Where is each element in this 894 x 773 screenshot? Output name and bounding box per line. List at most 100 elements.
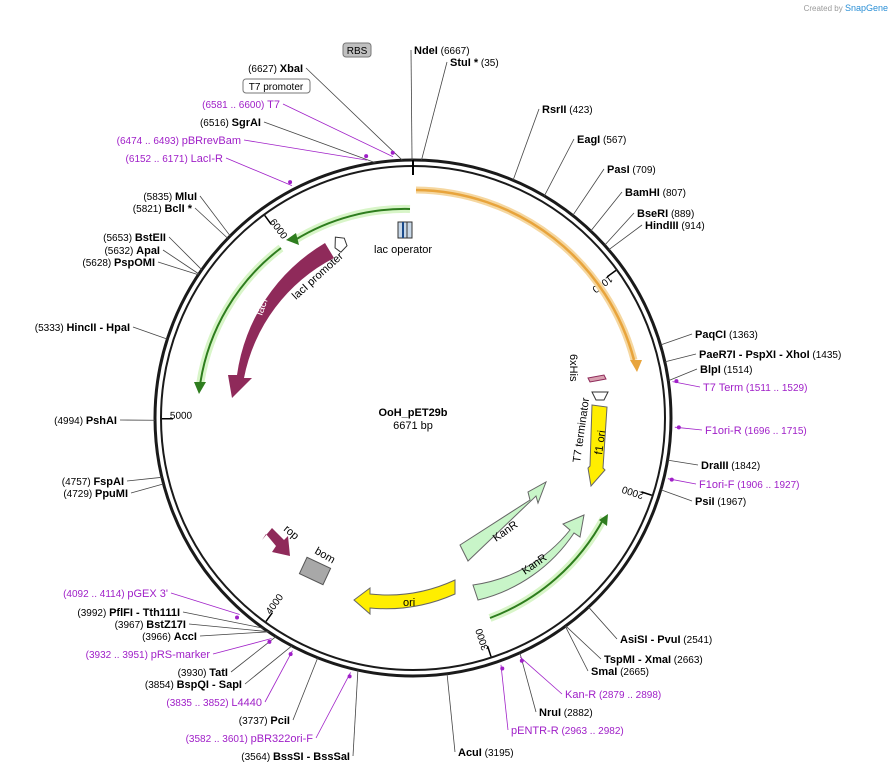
primer-label[interactable]: (6152 .. 6171) LacI-R xyxy=(126,153,224,165)
tick-label: 5000 xyxy=(170,411,193,422)
lacI-promoter-arrow xyxy=(334,236,348,253)
tick-label: 6000 xyxy=(267,217,289,242)
restriction-site-label[interactable]: SmaI (2665) xyxy=(591,666,649,678)
primer-binding-mark xyxy=(288,652,293,657)
primer-binding-mark xyxy=(500,666,505,671)
site-leader-line xyxy=(126,476,162,482)
kanR-arrow-2 xyxy=(472,514,585,601)
primer-leader-line xyxy=(264,650,293,703)
primer-label[interactable]: T7 Term (1511 .. 1529) xyxy=(703,382,807,394)
feature-label-rop: rop xyxy=(281,523,301,542)
tick-label: 4000 xyxy=(264,592,286,617)
primer-label[interactable]: (3582 .. 3601) pBR322ori-F xyxy=(186,733,314,745)
t7-terminator-shape xyxy=(591,391,609,401)
feature-label-lacI: lacI xyxy=(254,297,271,317)
t7-promoter-label: T7 promoter xyxy=(249,82,304,93)
primer-label[interactable]: F1ori-F (1906 .. 1927) xyxy=(699,479,800,491)
restriction-site-label[interactable]: AsiSI - PvuI (2541) xyxy=(620,634,712,646)
site-leader-line xyxy=(244,645,293,685)
snapgene-credit: Created by SnapGene xyxy=(804,3,888,13)
site-leader-line xyxy=(421,61,448,161)
lacI-cds-arrowhead xyxy=(194,382,206,394)
rbs-box xyxy=(342,42,372,58)
restriction-site-label[interactable]: (3737) PciI xyxy=(239,715,290,727)
site-leader-line xyxy=(410,49,413,161)
restriction-site-label[interactable]: (5628) PspOMI xyxy=(82,257,155,269)
restriction-site-label[interactable]: (5632) ApaI xyxy=(104,245,160,257)
restriction-site-label[interactable]: (3564) BssSI - BssSaI xyxy=(241,751,350,763)
restriction-site-label[interactable]: (3930) TatI xyxy=(178,667,228,679)
restriction-site-label[interactable]: (5333) HincII - HpaI xyxy=(35,322,130,334)
restriction-site-label[interactable]: PaeR7I - PspXI - XhoI (1435) xyxy=(699,349,841,361)
restriction-site-label[interactable]: BamHI (807) xyxy=(625,187,686,199)
restriction-site-label[interactable]: BseRI (889) xyxy=(637,208,694,220)
restriction-site-label[interactable]: (3967) BstZ17I xyxy=(115,619,186,631)
restriction-site-label[interactable]: BlpI (1514) xyxy=(700,364,752,376)
restriction-site-label[interactable]: (5821) BclI * xyxy=(133,203,193,215)
lacI-gene-arrow xyxy=(228,243,334,398)
bom-box xyxy=(298,556,332,586)
site-leader-line xyxy=(188,623,269,633)
site-leader-line xyxy=(572,168,605,216)
primer-binding-mark xyxy=(364,154,369,159)
restriction-site-label[interactable]: TspMI - XmaI (2663) xyxy=(604,654,703,666)
restriction-site-label[interactable]: (5835) MluI xyxy=(143,191,197,203)
site-leader-line xyxy=(565,625,602,660)
site-leader-line xyxy=(608,224,643,251)
restriction-site-label[interactable]: (3966) AccI xyxy=(142,631,197,643)
insert-arc-core xyxy=(415,188,636,361)
primer-label[interactable]: (4092 .. 4114) pGEX 3' xyxy=(63,588,168,600)
restriction-site-label[interactable]: AcuI (3195) xyxy=(458,747,514,759)
rop-arrow xyxy=(262,528,290,556)
credit-prefix: Created by xyxy=(803,4,843,13)
restriction-site-label[interactable]: (6627) XbaI xyxy=(248,63,303,75)
site-leader-line xyxy=(543,138,575,197)
site-leader-line xyxy=(292,657,319,721)
site-leader-line xyxy=(157,261,199,276)
site-leader-line xyxy=(162,249,200,275)
primer-label[interactable]: pENTR-R (2963 .. 2982) xyxy=(511,725,624,737)
primer-binding-mark xyxy=(390,150,395,155)
site-leader-line xyxy=(512,108,540,181)
restriction-site-label[interactable]: NruI (2882) xyxy=(539,707,593,719)
restriction-site-label[interactable]: RsrII (423) xyxy=(542,104,593,116)
primer-label[interactable]: Kan-R (2879 .. 2898) xyxy=(565,689,661,701)
restriction-site-label[interactable]: (3992) PflFI - Tth111I xyxy=(77,607,180,619)
restriction-site-label[interactable]: PaqCI (1363) xyxy=(695,329,758,341)
feature-label-t7-terminator: T7 terminator xyxy=(571,397,592,464)
restriction-site-label[interactable]: PsiI (1967) xyxy=(695,496,746,508)
kanR-arrow-1 xyxy=(459,480,547,562)
primer-binding-mark xyxy=(674,379,679,384)
primer-label[interactable]: F1ori-R (1696 .. 1715) xyxy=(705,425,807,437)
site-leader-line xyxy=(168,236,203,271)
restriction-site-label[interactable]: (6516) SgrAI xyxy=(200,117,261,129)
lacI-cds-arc-core xyxy=(199,247,282,386)
restriction-site-label[interactable]: EagI (567) xyxy=(577,134,626,146)
primer-label[interactable]: (6474 .. 6493) pBRrevBam xyxy=(117,135,241,147)
restriction-site-label[interactable]: (4757) FspAI xyxy=(62,476,124,488)
restriction-site-label[interactable]: NdeI (6667) xyxy=(414,45,470,57)
restriction-site-label[interactable]: (3854) BspQI - SapI xyxy=(145,679,242,691)
restriction-site-label[interactable]: PasI (709) xyxy=(607,164,656,176)
plasmid-length: 6671 bp xyxy=(393,420,433,432)
primer-label[interactable]: (3932 .. 3951) pRS-marker xyxy=(86,649,211,661)
primer-label[interactable]: (3835 .. 3852) L4440 xyxy=(166,697,262,709)
lacI-region-arc xyxy=(292,204,411,244)
his-tag-arrow xyxy=(587,374,607,383)
insert-arc xyxy=(415,186,638,361)
t7-promoter-box xyxy=(242,78,311,94)
tick-label: 3000 xyxy=(474,627,492,652)
site-leader-line xyxy=(194,207,229,239)
site-leader-line xyxy=(667,459,699,466)
restriction-site-label[interactable]: (4994) PshAI xyxy=(54,415,117,427)
kanR-region-arc-core xyxy=(489,517,605,619)
primer-leader-line xyxy=(519,656,563,695)
restriction-site-label[interactable]: DraIII (1842) xyxy=(701,460,760,472)
insert-arrowhead xyxy=(630,360,642,372)
restriction-site-label[interactable]: HindIII (914) xyxy=(645,220,705,232)
restriction-site-label[interactable]: StuI * (35) xyxy=(450,57,499,69)
restriction-site-label[interactable]: (5653) BstEII xyxy=(103,232,166,244)
primer-label[interactable]: (6581 .. 6600) T7 xyxy=(202,99,280,111)
restriction-site-label[interactable]: (4729) PpuMI xyxy=(63,488,128,500)
site-leader-line xyxy=(263,121,376,164)
